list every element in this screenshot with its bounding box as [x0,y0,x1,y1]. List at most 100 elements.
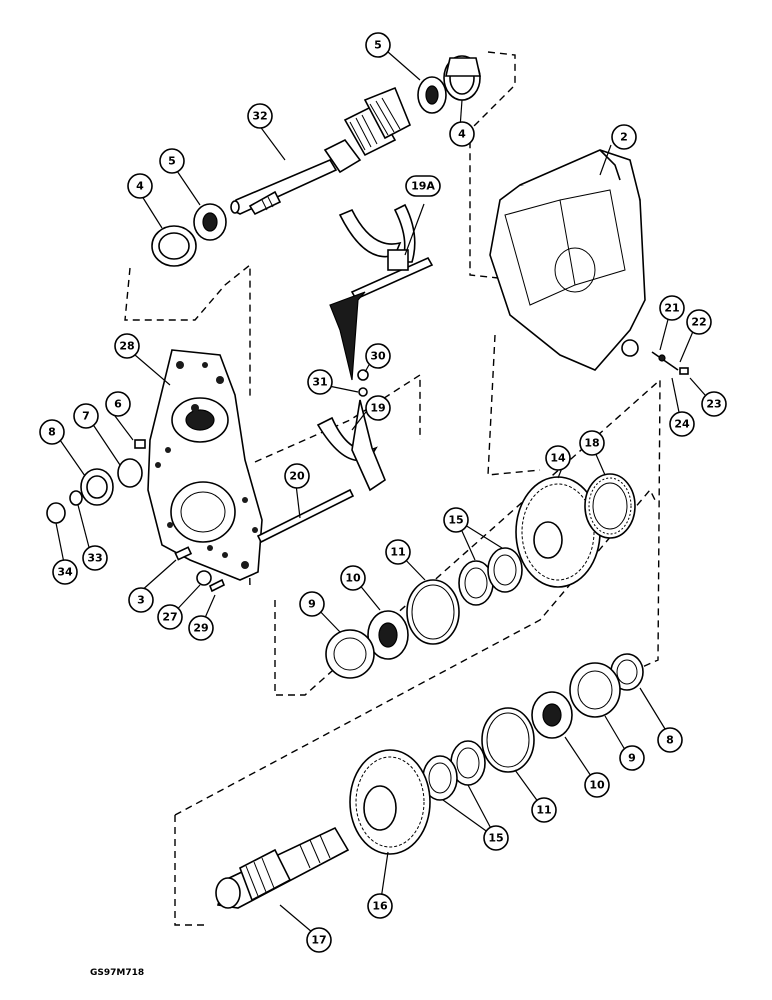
callout-number: 4 [136,180,144,193]
callout-9: 9 [619,745,645,771]
callout-4: 4 [127,173,153,199]
callout-15: 15 [443,507,469,533]
callout-number: 6 [114,398,122,411]
upper-shaft [230,86,412,216]
callout-34: 34 [52,559,78,585]
callout-number: 34 [57,566,73,579]
callout-number: 22 [691,316,706,329]
callout-number: 8 [666,734,674,747]
callout-number: 18 [584,437,599,450]
callout-number: 29 [193,622,208,635]
callout-10: 10 [340,565,366,591]
ring-11-mid [406,579,460,645]
callout-20: 20 [284,463,310,489]
callout-number: 11 [390,546,405,559]
callout-number: 10 [589,779,605,792]
callout-number: 2 [620,131,628,144]
output-shaft-17 [215,826,350,909]
callout-33: 33 [82,545,108,571]
bearing-cup-9-mid [325,629,375,679]
callout-19a: 19A [405,175,441,197]
callout-5: 5 [159,148,185,174]
callout-19: 19 [365,395,391,421]
callout-11: 11 [531,797,557,823]
callout-number: 7 [82,410,90,423]
bearing-cup-left [151,225,197,267]
callout-number: 4 [458,128,466,141]
support-plate [147,349,263,581]
callout-11: 11 [385,539,411,565]
callout-22: 22 [686,309,712,335]
needle-bearings-15-mid [458,547,523,606]
callout-number: 19A [411,180,435,193]
bearing-cone-upper-right [417,76,447,114]
callout-number: 24 [674,418,690,431]
callout-number: 17 [311,934,326,947]
callout-15: 15 [483,825,509,851]
callout-number: 20 [289,470,305,483]
callout-number: 31 [312,376,327,389]
callout-number: 3 [137,594,145,607]
callout-28: 28 [114,333,140,359]
callout-29: 29 [188,615,214,641]
document-code: GS97M718 [90,968,145,978]
callout-number: 32 [252,110,267,123]
callout-number: 30 [370,350,386,363]
callout-number: 27 [162,611,177,624]
gear-16 [349,749,431,855]
callout-4: 4 [449,121,475,147]
callout-24: 24 [669,411,695,437]
gear-14 [515,476,601,588]
callout-3: 3 [128,587,154,613]
small-parts-left [46,439,226,593]
bearing-cone-10-mid [367,610,409,660]
callout-5: 5 [365,32,391,58]
callout-number: 19 [370,402,385,415]
callout-9: 9 [299,591,325,617]
detent-parts [651,351,689,375]
ring-11-lower [481,707,535,773]
callout-32: 32 [247,103,273,129]
assembly-direction-arrow [329,291,366,381]
callout-17: 17 [306,927,332,953]
callout-18: 18 [579,430,605,456]
callout-number: 9 [308,598,316,611]
callout-14: 14 [545,445,571,471]
callout-number: 10 [345,572,361,585]
callout-16: 16 [367,893,393,919]
bearing-18 [584,473,636,539]
callout-6: 6 [105,391,131,417]
callout-number: 28 [119,340,134,353]
callout-number: 5 [168,155,176,168]
callout-8: 8 [39,419,65,445]
callout-number: 33 [87,552,102,565]
callout-number: 11 [536,804,551,817]
bearing-cup-9-lower [569,662,621,718]
shift-fork-upper [338,203,434,301]
callout-27: 27 [157,604,183,630]
bearing-cone-left [193,203,227,241]
callout-10: 10 [584,772,610,798]
callout-21: 21 [659,295,685,321]
callout-number: 5 [374,39,382,52]
callout-number: 15 [488,832,503,845]
callout-30: 30 [365,343,391,369]
callout-23: 23 [701,391,727,417]
needle-bearings-15-lower [422,740,486,801]
callout-number: 21 [664,302,679,315]
callout-31: 31 [307,369,333,395]
bearing-cone-10-lower [531,691,573,739]
callout-8: 8 [657,727,683,753]
callout-number: 14 [550,452,566,465]
shift-rod-and-fork [256,369,386,544]
bearing-cup-upper-right [443,55,481,101]
callout-number: 16 [372,900,388,913]
callout-2: 2 [611,124,637,150]
callout-labels: 234455678899101011111415151617181919A202… [39,32,727,953]
callout-number: 15 [448,514,463,527]
callout-number: 23 [706,398,721,411]
callout-number: 8 [48,426,56,439]
callout-number: 9 [628,752,636,765]
callout-7: 7 [73,403,99,429]
